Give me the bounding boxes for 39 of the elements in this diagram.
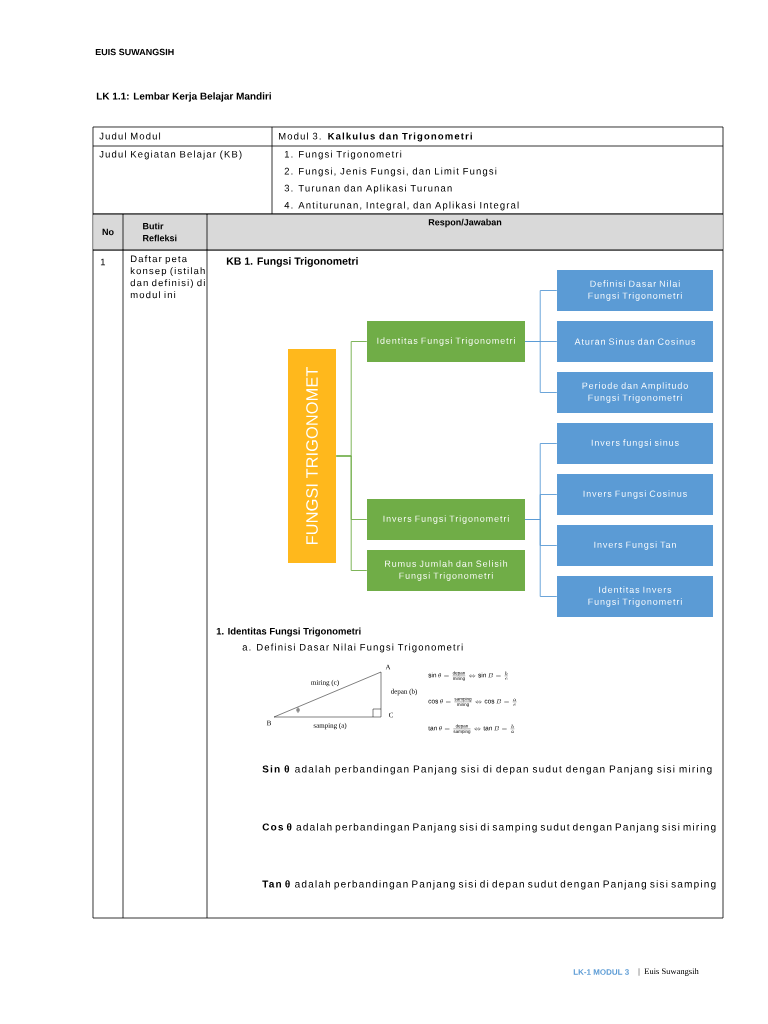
page-title: LK 1.1: Lembar Kerja Belajar Mandiri [96, 92, 271, 102]
column-header: No [102, 228, 114, 236]
paragraph: Sin θ adalah perbandingan Panjang sisi di depan sudut dengan Panjang sisi miring [262, 765, 712, 775]
list-item: 1. Fungsi Trigonometri [284, 150, 402, 160]
concept-box: Aturan Sinus dan Cosinus [557, 321, 713, 362]
title-box: FUNGSI TRIGONOMET [288, 349, 336, 563]
connector-line [524, 519, 558, 597]
concept-box: Invers Fungsi Cosinus [557, 474, 713, 515]
table-label: Judul Kegiatan Belajar (KB) [99, 150, 242, 160]
section-heading: KB 1. Fungsi Trigonometri [226, 257, 358, 267]
table-text: Modul 3. Kalkulus dan Trigonometri [279, 132, 472, 142]
concept-box: Definisi Dasar Nilai Fungsi Trigonometri [557, 270, 713, 311]
table-label: Judul Modul [99, 132, 161, 140]
connector-line [524, 341, 558, 393]
paragraph: Cos θ adalah perbandingan Panjang sisi di samping sudut dengan Panjang sisi miring [262, 823, 716, 833]
footer-text: Euis Suwangsih [644, 968, 699, 976]
formula: $\tan\theta=\frac{\mathrm{depan}}{\mathrm{samping}}\Leftrightarrow\tan B=\frac{b}{a}$ [428, 724, 515, 734]
formula: $\sin\theta=\frac{\mathrm{depan}}{\mathrm{miring}}\Leftrightarrow\sin B=\frac{b}{c}$ [428, 671, 508, 681]
concept-box: Invers Fungsi Trigonometri [367, 499, 525, 540]
concept-box: Invers fungsi sinus [557, 423, 713, 464]
concept-box: Periode dan Amplitudo Fungsi Trigonometri [557, 372, 713, 413]
column-header: Respon/Jawaban [428, 218, 502, 228]
concept-box: Identitas Fungsi Trigonometri [367, 321, 525, 362]
concept-box: Invers Fungsi Tan [557, 525, 713, 566]
paragraph: Tan θ adalah perbandingan Panjang sisi di depan sudut dengan Panjang sisi samping [262, 880, 716, 890]
list-item: 4. Antiturunan, Integral, dan Aplikasi Integral [284, 201, 519, 211]
footer-text: LK-1 MODUL 3 [573, 969, 629, 975]
list-item: 3. Turunan dan Aplikasi Turunan [284, 184, 452, 194]
page-header: EUIS SUWANGSIH [95, 48, 174, 56]
row-text: Daftar peta konsep (istilah dan definisi) di modul ini [130, 255, 205, 299]
connector-line [335, 455, 368, 571]
concept-box: Identitas Invers Fungsi Trigonometri [557, 576, 713, 617]
formula: $\cos\theta=\frac{\mathrm{samping}}{\mathrm{miring}}\Leftrightarrow\cos B=\frac{a}{c}$ [428, 697, 517, 707]
list-item: 2. Fungsi, Jenis Fungsi, dan Limit Fungsi [284, 167, 497, 177]
row-number: 1 [100, 258, 105, 266]
concept-box: Rumus Jumlah dan Selisih Fungsi Trigonometri [367, 550, 525, 591]
column-header: Butir Refleksi [143, 222, 177, 242]
section-heading: 1. Identitas Fungsi Trigonometri [216, 627, 361, 637]
subheading: a. Definisi Dasar Nilai Fungsi Trigonometri [242, 643, 463, 653]
